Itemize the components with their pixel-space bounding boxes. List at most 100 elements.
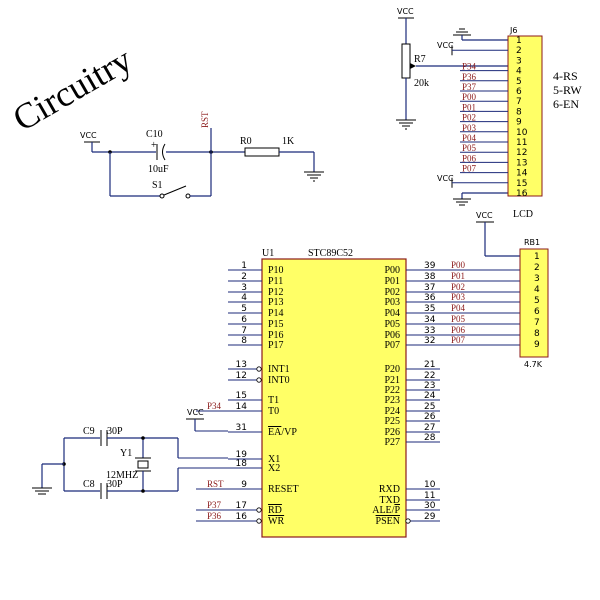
net-label-p36: P36 [207, 511, 222, 521]
r7-value: 20k [414, 78, 429, 89]
pin-number: 5 [241, 304, 247, 314]
lcd-pin-16: 16 [516, 189, 528, 199]
c9-value: 30P [107, 426, 123, 437]
net-label-p34: P34 [462, 62, 477, 72]
note-rs: 4-RS [553, 69, 578, 83]
net-label-p05: P05 [451, 314, 466, 324]
pin-number: 8 [534, 329, 540, 339]
r0-ref: R0 [240, 136, 252, 147]
note-rw: 5-RW [553, 83, 582, 97]
pin-name-p15: P15 [268, 319, 284, 330]
pin-number: 9 [241, 480, 247, 490]
pin-number: 4 [534, 285, 540, 295]
pin-number: 12 [516, 148, 527, 158]
c10-ref: C10 [146, 129, 163, 140]
net-label-p03: P03 [451, 292, 466, 302]
pin-number: 26 [424, 412, 436, 422]
r0-value: 1K [282, 136, 295, 147]
pin-number: 17 [236, 501, 247, 511]
rb1-pin-7: 7 [534, 318, 540, 328]
rb1-pin-5: 5 [534, 296, 540, 306]
pin-number: 36 [424, 293, 436, 303]
pin-number: 1 [241, 261, 247, 271]
reset-circuit: VCC C10 + 10uF RST R0 1K S1 [80, 111, 324, 199]
pin-name-p17: P17 [268, 340, 284, 351]
pin-number: 10 [516, 128, 528, 138]
pin-number: 6 [241, 315, 247, 325]
pin-name-p25: P25 [384, 416, 400, 427]
pin-number: 8 [516, 107, 522, 117]
pin-number: 15 [236, 391, 247, 401]
pin-number: 11 [516, 138, 527, 148]
lcd-pin-3: 3 [516, 56, 522, 66]
pin-name-p05: P05 [384, 319, 400, 330]
u1-pin-26: 26 P25 [384, 412, 440, 427]
pin-number: 24 [424, 391, 436, 401]
pin-number: 29 [424, 512, 436, 522]
net-label-rst: RST [207, 479, 224, 489]
u1-pin-6: 6 P15 [228, 315, 284, 330]
pin-name-p27: P27 [384, 437, 400, 448]
pin-number: 16 [236, 512, 248, 522]
pin-number: 18 [236, 459, 248, 469]
pin-number: 1 [516, 36, 522, 46]
u1-pin-29: 29 PSEN [376, 512, 440, 527]
pin-name-psen: PSEN [376, 516, 400, 527]
pin-number: 13 [516, 158, 527, 168]
y1-value: 12MHZ [106, 470, 138, 481]
net-label-p01: P01 [451, 271, 465, 281]
pin-number: 22 [424, 371, 435, 381]
r7-ref: R7 [414, 54, 426, 65]
net-label-p02: P02 [451, 282, 465, 292]
y1-ref: Y1 [120, 448, 132, 459]
pin-number: 5 [516, 77, 522, 87]
c10-value: 10uF [148, 164, 169, 175]
net-label-p07: P07 [462, 164, 477, 174]
pin-number: 3 [534, 274, 540, 284]
lcd-label: LCD [513, 209, 533, 220]
pin-name-p21: P21 [384, 375, 400, 386]
pin-name-t1: T1 [268, 395, 279, 406]
vcc-label-reset: VCC [80, 131, 97, 140]
u1-ref: U1 [262, 248, 274, 259]
pin-number: 5 [534, 296, 540, 306]
pin-number: 7 [241, 326, 247, 336]
pin-number: 39 [424, 261, 436, 271]
pin-name-p13: P13 [268, 297, 284, 308]
rb1-pin-3: 3 [534, 274, 540, 284]
rb1-pin-8: 8 [534, 329, 540, 339]
pin-number: 13 [236, 360, 247, 370]
c9-ref: C9 [83, 426, 95, 437]
vcc-label-lcd: VCC [437, 41, 454, 50]
net-label-p03: P03 [462, 123, 477, 133]
net-label-p04: P04 [451, 303, 466, 313]
pin-name-p03: P03 [384, 297, 400, 308]
pin-number: 19 [236, 450, 248, 460]
pin-name-p04: P04 [384, 308, 400, 319]
pin-number: 6 [516, 87, 522, 97]
pin-number: 28 [424, 433, 436, 443]
pin-number: 7 [516, 97, 522, 107]
net-label-p06: P06 [462, 153, 477, 163]
pin-name-p00: P00 [384, 265, 400, 276]
pin-number: 23 [424, 381, 435, 391]
